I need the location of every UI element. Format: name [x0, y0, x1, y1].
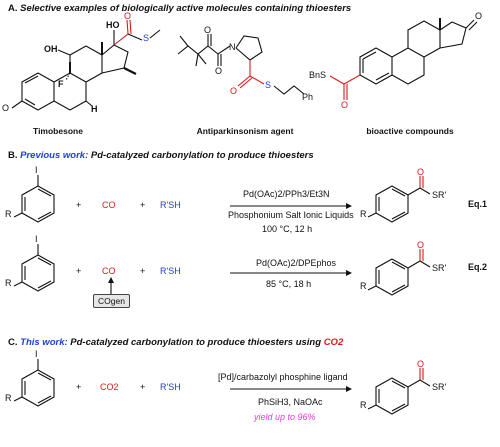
atom-o-agent-1: O — [204, 25, 212, 35]
aryl-iodide-eq2 — [13, 244, 55, 292]
c-reagents: PhSiH3, NaOAc — [258, 397, 323, 407]
eq2-label: Eq.2 — [468, 262, 488, 272]
cogen-box: COgen — [93, 294, 130, 308]
atom-s-1: S — [143, 33, 150, 43]
eq2-thiol: R'SH — [160, 266, 181, 276]
eq1-plus2: + — [140, 200, 146, 210]
section-c-title: Pd-catalyzed carbonylation to produce th… — [70, 337, 322, 348]
eq1-solvent: Phosphonium Salt Ionic Liquids — [228, 210, 354, 220]
atom-f-timobesone: F — [58, 79, 64, 89]
c-plus1: + — [76, 382, 82, 392]
c-r: R — [5, 393, 12, 403]
c-plus2: + — [140, 382, 146, 392]
c-co2: CO2 — [100, 382, 119, 392]
section-b-title: Pd-catalyzed carbonylation to produce th… — [90, 150, 314, 161]
eq1-conditions: 100 °C, 12 h — [262, 224, 313, 234]
eq1-co: CO — [102, 200, 116, 210]
eq1-catalyst: Pd(OAc)2/PPh3/Et3N — [243, 189, 330, 199]
caption-antiparkinsonism: Antiparkinsonism agent — [196, 126, 294, 136]
eq2-product-sr: SR' — [432, 263, 447, 273]
atom-n-agent: N — [229, 42, 236, 52]
section-b-label: B. — [8, 150, 18, 161]
eq1-label: Eq.1 — [468, 199, 488, 209]
atom-s-2: S — [265, 80, 272, 90]
eq2-plus2: + — [140, 266, 146, 276]
eq1-r: R — [5, 209, 12, 219]
eq2-product-o: O — [417, 240, 425, 250]
atom-ph-agent: Ph — [302, 92, 314, 102]
antiparkinsonism-structure — [177, 34, 305, 95]
atom-bns-text: BnS — [309, 70, 327, 80]
eq2-i: I — [35, 234, 38, 244]
product-eq2 — [367, 249, 431, 296]
caption-timobesone: Timobesone — [33, 126, 83, 136]
c-yield: yield up to 96% — [254, 412, 316, 422]
eq1-product-r: R — [360, 209, 367, 219]
atom-o-thioester-2: O — [230, 86, 238, 96]
eq2-product-r: R — [360, 281, 367, 291]
bioactive-compound-structure — [329, 18, 478, 100]
eq2-catalyst: Pd(OAc)2/DPEphos — [256, 258, 337, 268]
product-eq1 — [367, 176, 431, 223]
eq2-r: R — [5, 278, 12, 288]
c-product-sr: SR' — [432, 382, 447, 392]
section-a-title: Selective examples of biologically activ… — [20, 3, 352, 14]
eq2-plus1: + — [76, 266, 82, 276]
section-a-label: A. — [8, 3, 18, 14]
section-a-header: A. Selective examples of biologically ac… — [8, 3, 351, 14]
atom-o-agent-2: O — [215, 66, 223, 76]
c-i: I — [35, 349, 38, 359]
eq1-product-sr: SR' — [432, 190, 447, 200]
eq1-thiol: R'SH — [160, 200, 181, 210]
eq2-conditions: 85 °C, 18 h — [266, 279, 312, 289]
eq2-co: CO — [102, 266, 116, 276]
atom-o-timobesone: O — [2, 103, 10, 113]
c-catalyst: [Pd]/carbazolyl phosphine ligand — [218, 372, 348, 382]
eq1-product-o: O — [417, 167, 425, 177]
c-thiol: R'SH — [160, 382, 181, 392]
atom-h-timobesone: H — [91, 104, 98, 114]
product-c — [367, 368, 431, 415]
atom-o-bioactive: O — [475, 11, 483, 21]
section-c-this-work: This work: — [20, 337, 68, 348]
c-product-o: O — [417, 359, 425, 369]
eq1-plus1: + — [76, 200, 82, 210]
atom-bns: BnS — [309, 70, 326, 80]
c-product-r: R — [360, 400, 367, 410]
aryl-iodide-c — [13, 359, 55, 407]
section-c-label: C. — [8, 337, 18, 348]
atom-ho-timobesone: HO — [106, 20, 120, 30]
section-b-previous-work: Previous work: — [20, 150, 89, 161]
atom-oh-timobesone: OH — [44, 44, 58, 54]
atom-o-thioester-3: O — [341, 100, 349, 110]
aryl-iodide-eq1 — [13, 175, 55, 223]
section-c-header: C. This work: Pd-catalyzed carbonylation… — [8, 337, 343, 348]
section-b-header: B. Previous work: Pd-catalyzed carbonyla… — [8, 150, 314, 161]
eq1-i: I — [35, 165, 38, 175]
atom-o-thioester-1: O — [124, 11, 132, 21]
timobesone-structure — [11, 19, 161, 111]
section-c-co2: CO2 — [323, 337, 344, 348]
caption-bioactive: bioactive compounds — [366, 126, 454, 136]
